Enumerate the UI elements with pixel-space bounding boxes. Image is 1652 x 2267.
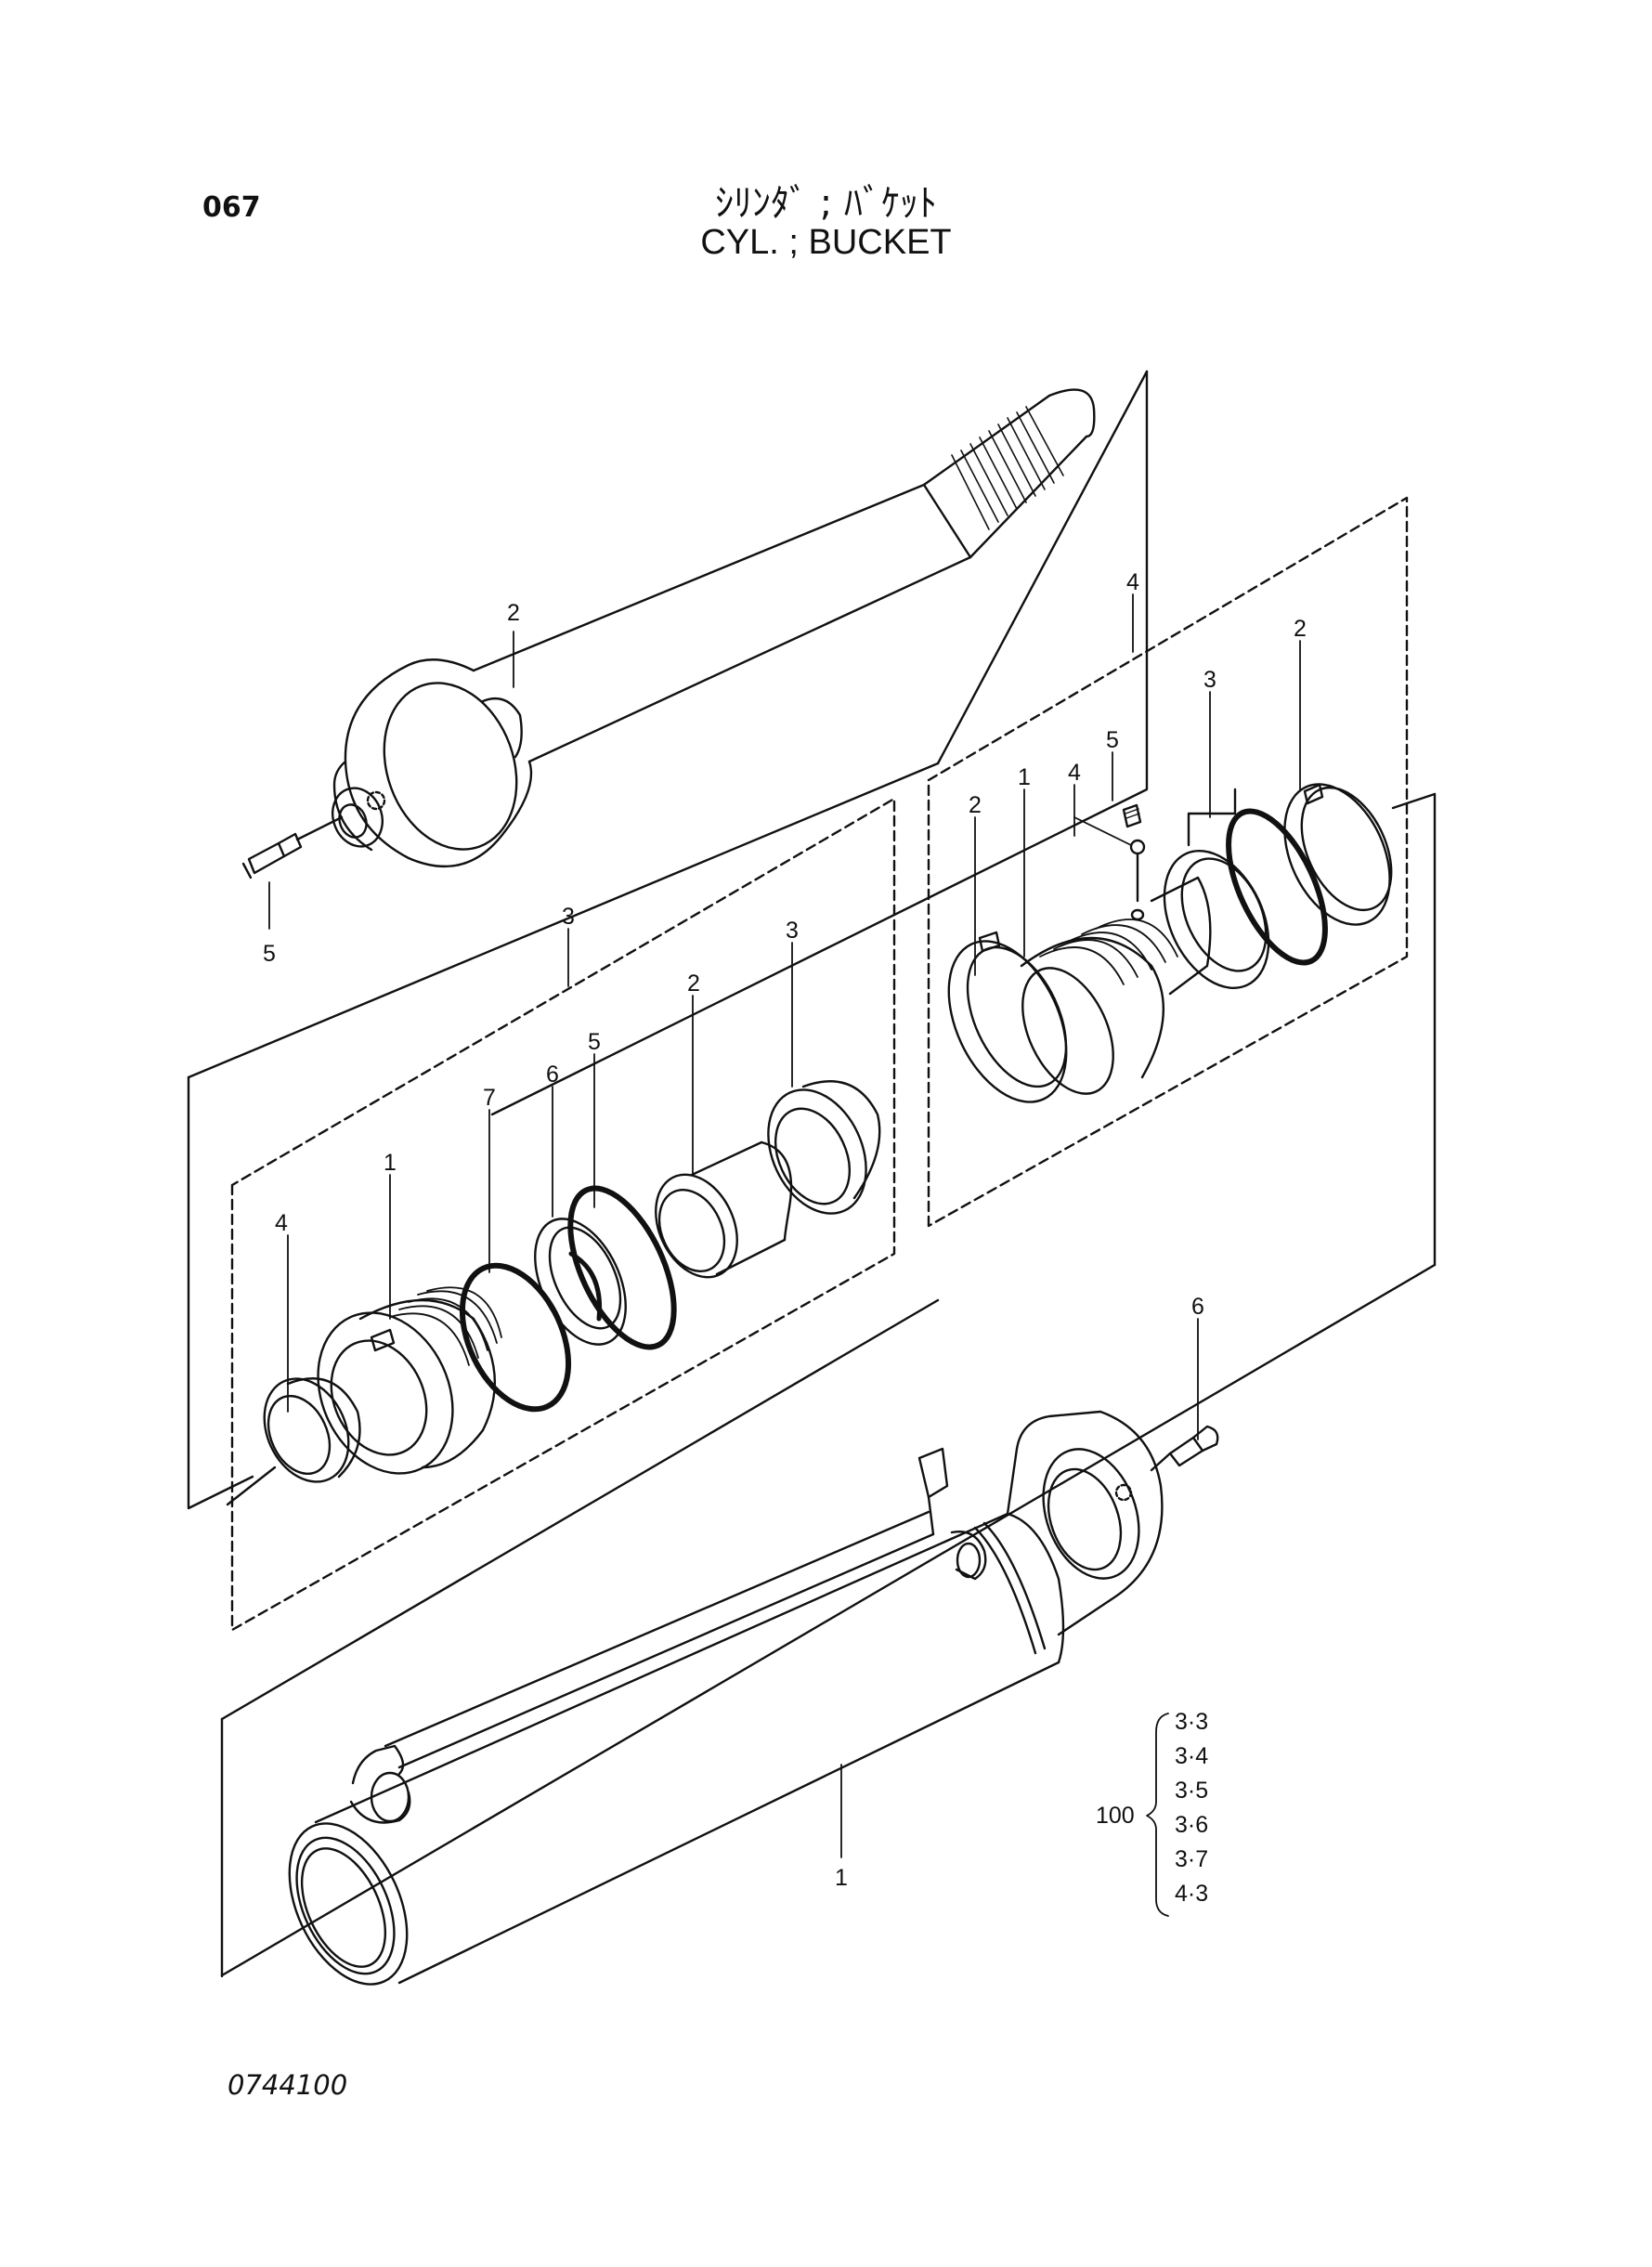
callout-kit4: 4 [1126, 569, 1139, 595]
callout-kit4-part4: 4 [1068, 760, 1081, 786]
callout-kit3-part5: 5 [588, 1029, 601, 1055]
figure-code: 0744100 [228, 2069, 348, 2101]
callout-kit3-part2: 2 [687, 971, 700, 997]
kit-list-item: 3·7 [1175, 1846, 1208, 1872]
callout-kit3-part3: 3 [786, 918, 799, 944]
callout-tube: 1 [835, 1865, 848, 1891]
piston-rod-drawing [241, 388, 1096, 879]
kit-list: 100 3·3 3·4 3·5 3·6 3·7 4·3 [1096, 1709, 1208, 1907]
callout-kit3-part4: 4 [275, 1210, 288, 1236]
kit4-outline [220, 496, 1437, 1978]
callout-kit4-part1: 1 [1018, 764, 1031, 790]
callout-kit4-part5: 5 [1106, 727, 1119, 753]
callout-kit3: 3 [562, 904, 575, 930]
kit-list-item: 3·3 [1175, 1709, 1208, 1735]
kit3-outline [187, 370, 1149, 1632]
kit-list-item: 3·6 [1175, 1812, 1208, 1838]
callout-kit4-part2-left: 2 [969, 792, 982, 818]
callout-kit3-part7: 7 [483, 1085, 496, 1111]
kit-list-item: 3·5 [1175, 1778, 1208, 1804]
kit-list-item: 4·3 [1175, 1881, 1208, 1907]
page-number: 067 [202, 191, 261, 224]
callout-tube-fitting: 6 [1191, 1294, 1204, 1320]
title-english: CYL. ; BUCKET [700, 223, 952, 262]
kit4-parts [947, 783, 1393, 1103]
callout-kit3-part1: 1 [384, 1150, 397, 1176]
callout-rod-fitting: 5 [263, 941, 276, 967]
callout-labels: 2 5 3 1 2 3 4 5 6 7 4 1 2 2 3 4 5 1 6 [263, 569, 1307, 1891]
callout-kit4-part2-right: 2 [1294, 616, 1307, 642]
kit3-parts [226, 1080, 881, 1506]
callout-kit3-part6: 6 [546, 1062, 559, 1088]
title-japanese: ｼﾘﾝﾀﾞ ; ﾊﾞｹｯﾄ [715, 182, 937, 225]
cylinder-tube-drawing [288, 1410, 1219, 1986]
kit-list-number: 100 [1096, 1803, 1135, 1829]
kit-list-item: 3·4 [1175, 1743, 1208, 1769]
callout-leaders [268, 593, 1301, 1917]
callout-kit4-part3: 3 [1203, 667, 1216, 693]
callout-rod: 2 [507, 600, 520, 626]
